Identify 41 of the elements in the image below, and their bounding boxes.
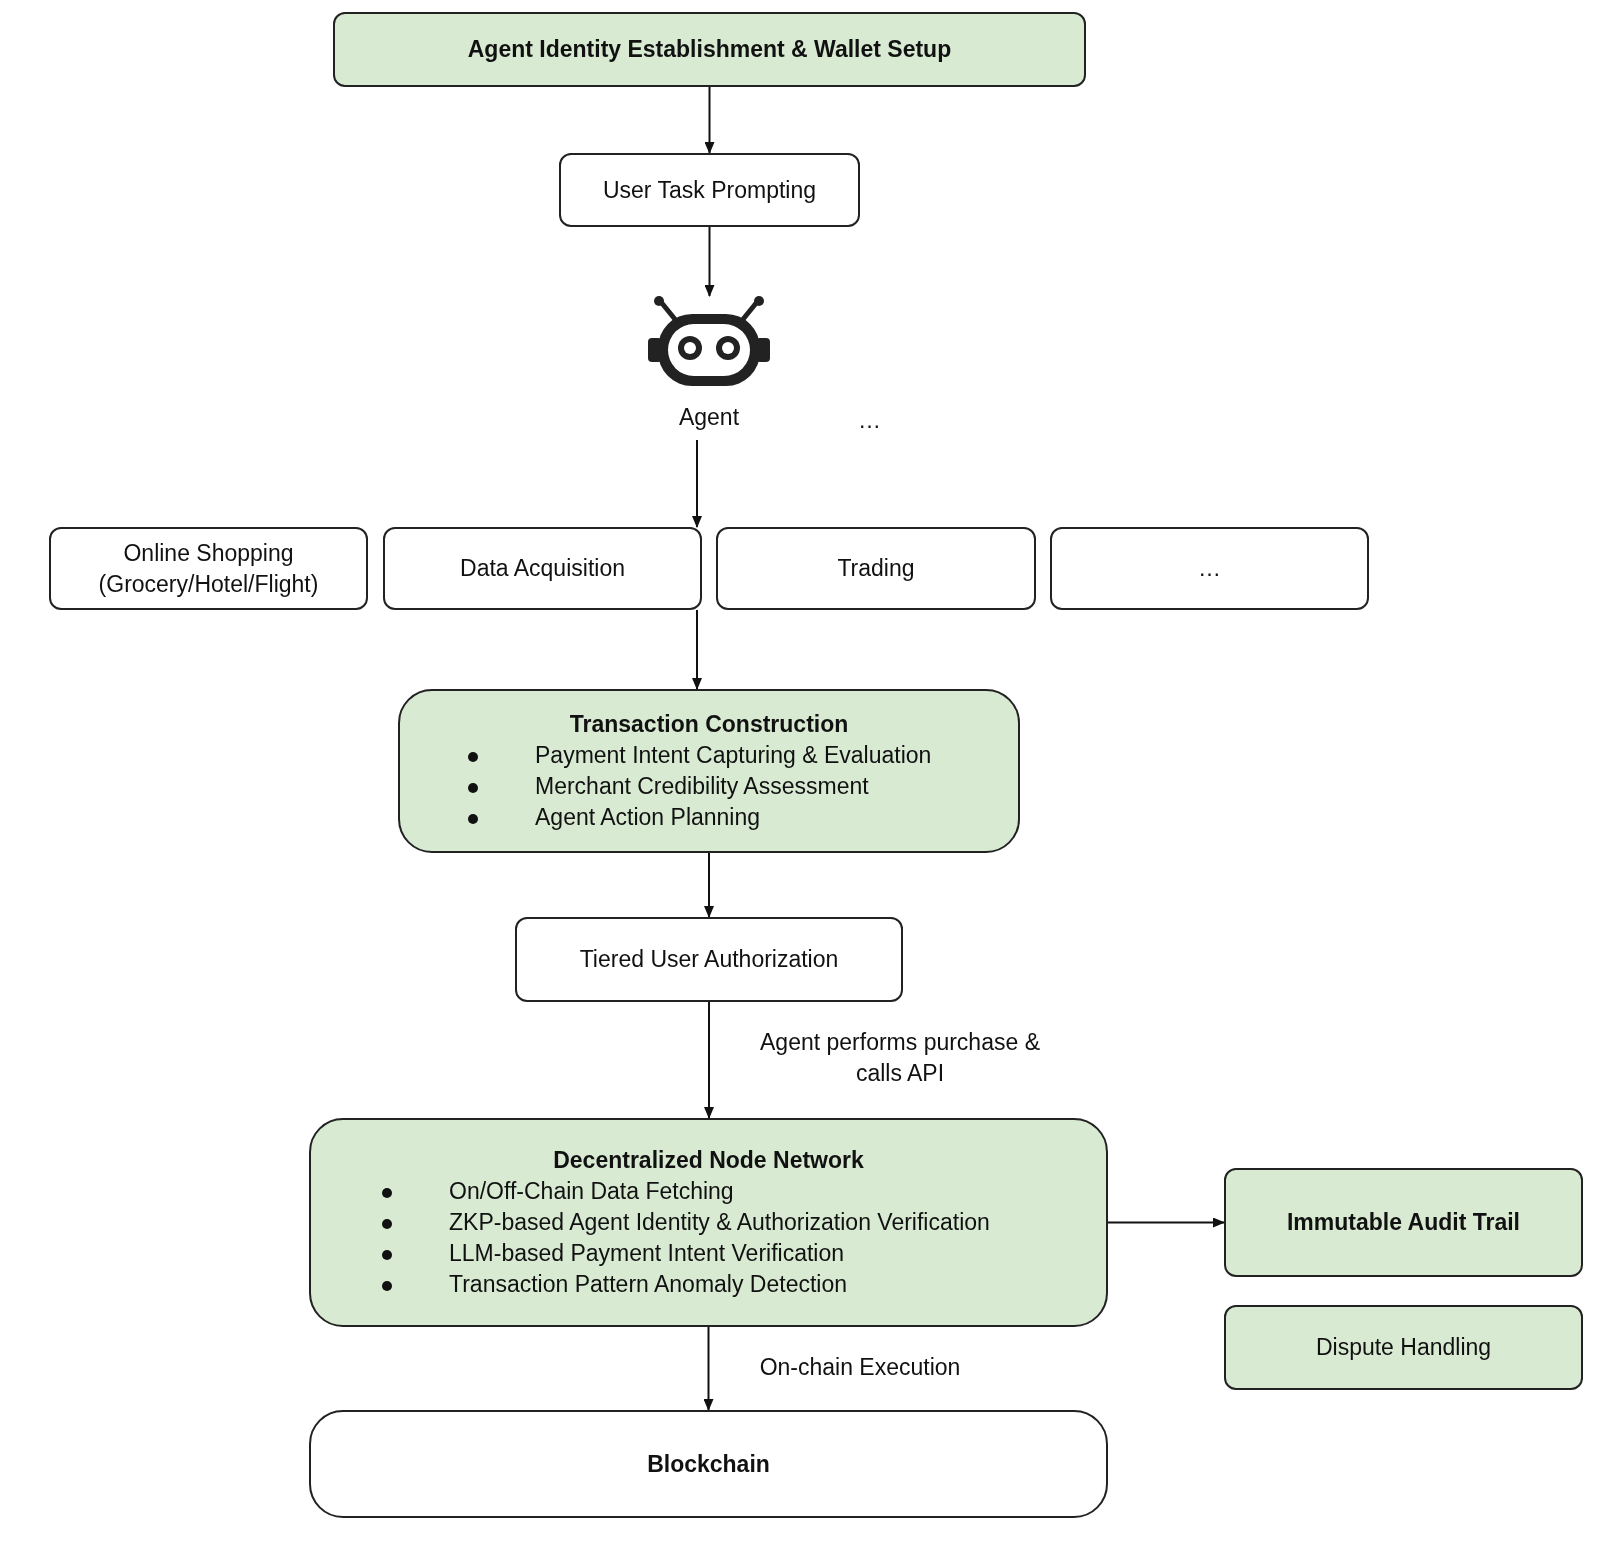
ellipsis-label: … <box>858 407 881 434</box>
bullet-item: Transaction Pattern Anomaly Detection <box>311 1269 1106 1300</box>
process-box-filled <box>398 689 1020 853</box>
box-heading: Agent Identity Establishment & Wallet Setup <box>467 35 952 64</box>
process-box-filled <box>333 12 1086 87</box>
box-heading: Decentralized Node Network <box>553 1146 864 1175</box>
process-box <box>383 527 702 610</box>
box-label: Trading <box>837 554 915 583</box>
process-box-filled <box>1224 1305 1583 1390</box>
arrow <box>1107 1217 1225 1228</box>
box-heading: Blockchain <box>647 1449 770 1479</box>
arrow <box>704 1001 714 1119</box>
box-label: … <box>1198 554 1221 583</box>
box-heading: Immutable Audit Trail <box>1287 1208 1520 1237</box>
box-label: User Task Prompting <box>602 175 816 205</box>
process-box <box>309 1410 1108 1518</box>
arrow <box>704 226 715 297</box>
arrow <box>692 439 702 528</box>
process-box <box>515 917 903 1002</box>
bullet-item: LLM-based Payment Intent Verification <box>311 1238 1106 1269</box>
agent-label: Agent <box>677 404 741 431</box>
box-label: Data Acquisition <box>460 554 625 583</box>
process-box <box>1050 527 1369 610</box>
process-box-filled <box>1224 1168 1583 1277</box>
bullet-item: Merchant Credibility Assessment <box>400 771 1018 802</box>
process-box <box>559 153 860 227</box>
arrow <box>692 609 702 690</box>
bullet-item: Payment Intent Capturing & Evaluation <box>400 740 1018 771</box>
box-heading: Transaction Construction <box>569 710 849 739</box>
arrow <box>704 852 714 918</box>
bullet-item: Agent Action Planning <box>400 802 1018 833</box>
box-label: Dispute Handling <box>1315 1333 1492 1362</box>
process-box-filled <box>309 1118 1108 1327</box>
process-box <box>49 527 368 610</box>
box-label: Tiered User Authorization <box>579 945 839 974</box>
process-box <box>716 527 1036 610</box>
box-label: Online Shopping (Grocery/Hotel/Flight) <box>97 538 320 599</box>
bullet-item: On/Off-Chain Data Fetching <box>311 1176 1106 1207</box>
arrow <box>704 86 715 154</box>
arrow <box>703 1326 714 1411</box>
bullet-item: ZKP-based Agent Identity & Authorization Verification <box>311 1207 1106 1238</box>
